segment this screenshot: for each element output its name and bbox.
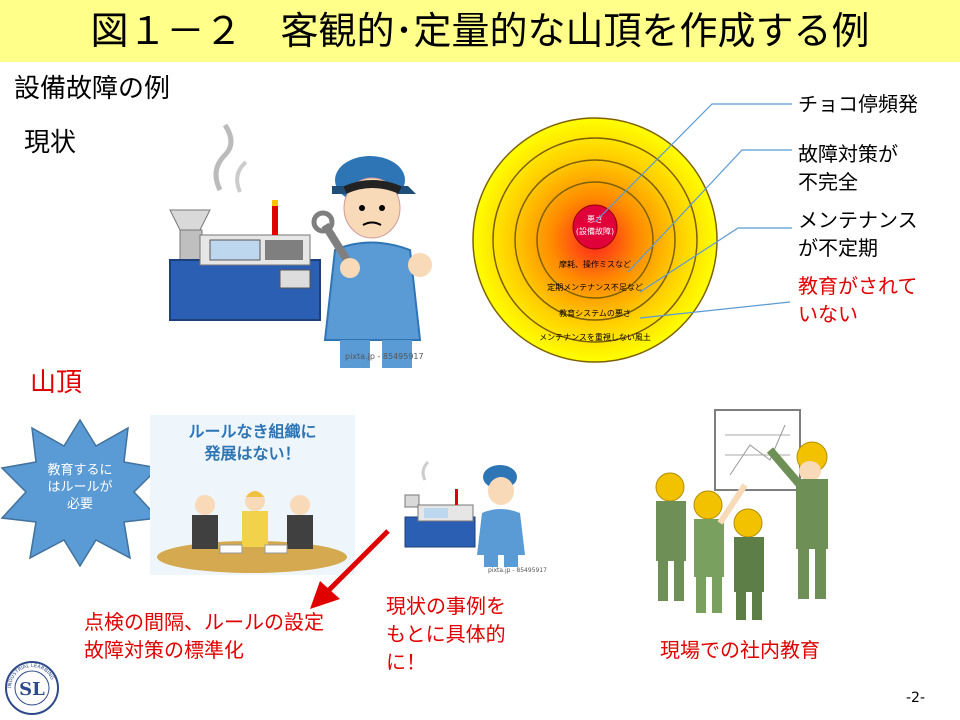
callout-frequent-stops: チョコ停頻発 — [798, 92, 918, 116]
red-arrow — [310, 529, 390, 609]
ring-label: メンテナンスを重視しない風土 — [539, 332, 651, 342]
onsite-training-illustration — [655, 409, 828, 620]
svg-text:SL: SL — [19, 679, 45, 700]
caption-onsite-training: 現場での社内教育 — [660, 638, 820, 662]
callout-irregular-maintenance: メンテナンス が不定期 — [798, 208, 918, 260]
caption-rules: 点検の間隔、ルールの設定 故障対策の標準化 — [84, 610, 324, 662]
watermark-text: pixta.jp - 85495917 — [345, 352, 424, 361]
meeting-headline: 発展はない！ — [204, 444, 301, 463]
small-watermark-text: pixta.jp - 85495917 — [488, 567, 547, 574]
meeting-illustration: ルールなき組織に 発展はない！ — [150, 415, 355, 575]
company-logo: INDUSTRIAL LEARNING SL — [5, 661, 59, 715]
core-label: 悪さ — [587, 215, 603, 224]
callout-incomplete-measures: 故障対策が 不完全 — [798, 142, 898, 194]
concentric-circle-diagram: 悪さ (設備故障) 摩耗、操作ミスなど 定期メンテナンス不足など 教育システムの… — [472, 117, 718, 363]
worker-machine-illustration — [169, 123, 432, 368]
ring-label: 教育システムの悪さ — [559, 308, 631, 318]
starburst-text: 教育するに はルールが 必要 — [47, 463, 113, 512]
core-label: (設備故障) — [576, 226, 614, 236]
small-worker-illustration — [404, 460, 525, 567]
current-heading: 現状 — [24, 128, 77, 158]
ring-label: 摩耗、操作ミスなど — [559, 259, 631, 269]
ring-label: 定期メンテナンス不足など — [547, 282, 643, 292]
starburst-shape — [0, 418, 160, 568]
subtitle: 設備故障の例 — [14, 74, 171, 104]
title-bar — [0, 0, 960, 62]
page-number: -2- — [906, 690, 926, 706]
callout-no-education: 教育がされて いない — [798, 274, 918, 326]
summit-heading: 山頂 — [30, 368, 83, 398]
slide-title: 図１－２ 客観的･定量的な山頂を作成する例 — [90, 9, 870, 53]
caption-case-study: 現状の事例を もとに具体的 に！ — [386, 594, 506, 674]
meeting-headline: ルールなき組織に — [188, 422, 317, 441]
